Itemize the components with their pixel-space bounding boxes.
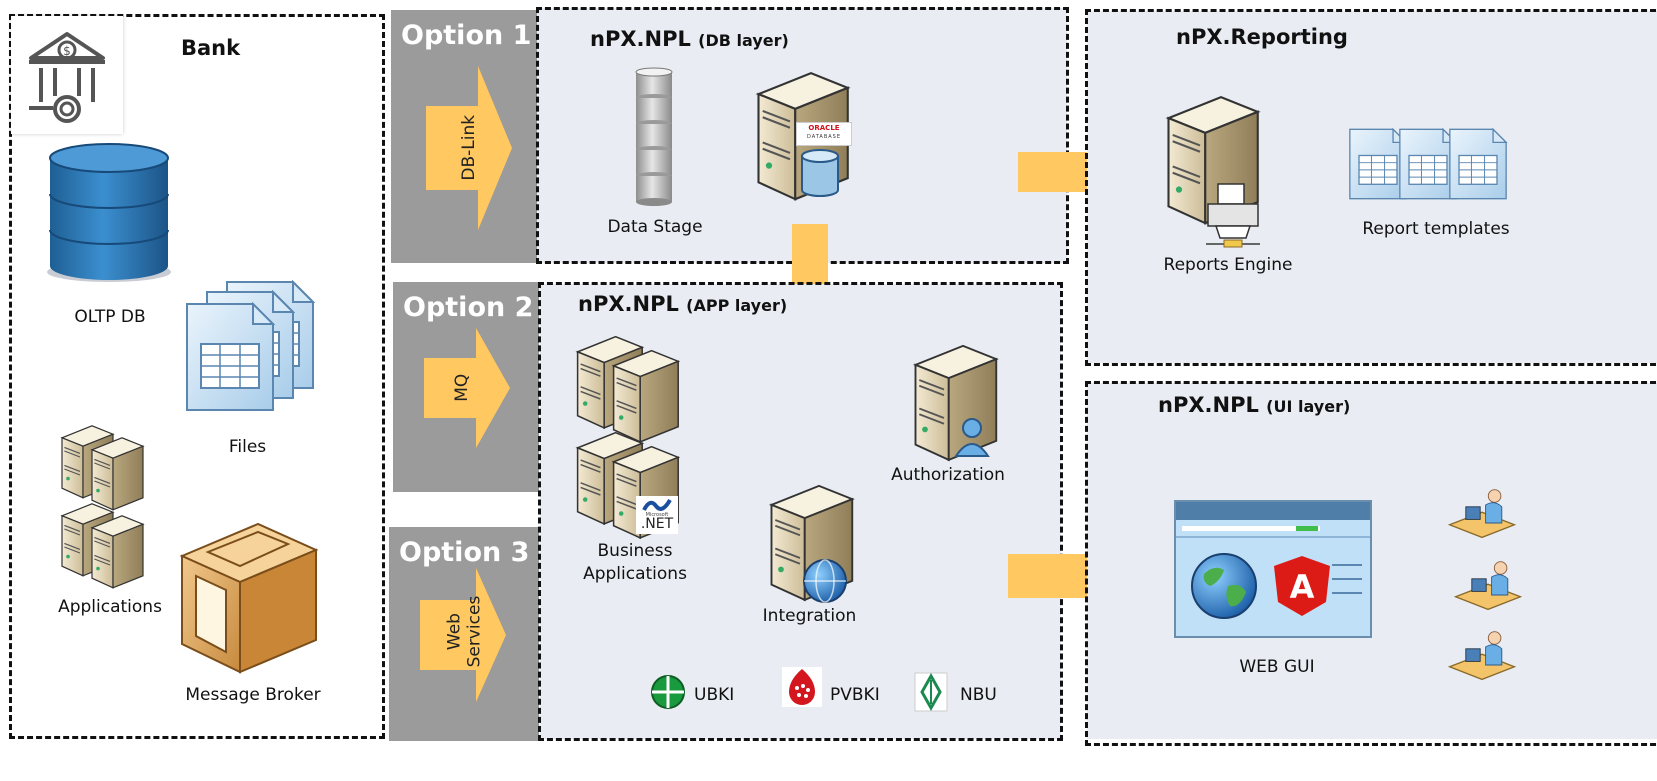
report-templates-label: Report templates bbox=[1362, 219, 1510, 239]
business-applications-label-line1: Business bbox=[597, 541, 673, 561]
applications-label: Applications bbox=[58, 597, 162, 617]
data-stage-icon bbox=[635, 67, 673, 206]
oltp-db-label: OLTP DB bbox=[74, 307, 146, 327]
nbu-logo-icon bbox=[914, 672, 948, 712]
oltp-db-icon bbox=[47, 143, 171, 282]
angular-letter: A bbox=[1290, 568, 1315, 606]
dotnet-logo-microsoft: Microsoft bbox=[645, 512, 669, 518]
bank-panel bbox=[9, 14, 385, 739]
svg-text:$: $ bbox=[63, 44, 71, 58]
ui-layer-panel bbox=[1085, 381, 1657, 746]
option-1-title: Option 1 bbox=[401, 20, 532, 51]
option-3-title: Option 3 bbox=[399, 537, 530, 568]
option-2-arrow bbox=[424, 328, 510, 448]
ubki-label: UBKI bbox=[694, 685, 735, 705]
app-layer-title-main: nPX.NPL bbox=[578, 292, 679, 316]
files-label: Files bbox=[228, 437, 267, 457]
web-gui-text-line-1 bbox=[1332, 564, 1362, 566]
database-cylinder-icon bbox=[801, 149, 839, 197]
ubki-logo-icon bbox=[651, 675, 685, 709]
reporting-title: nPX.Reporting bbox=[1176, 25, 1348, 49]
integration-label: Integration bbox=[762, 606, 857, 626]
option-3-arrow-label-line1: Web bbox=[444, 613, 465, 651]
pvbki-label: PVBKI bbox=[830, 685, 880, 705]
business-applications-label-line2: Applications bbox=[583, 563, 687, 584]
option-3-arrow bbox=[420, 568, 506, 702]
bank-title: Bank bbox=[181, 36, 241, 60]
dotnet-logo-text: .NET bbox=[640, 516, 674, 532]
web-gui-label: WEB GUI bbox=[1239, 657, 1315, 677]
app-layer-subtitle: (APP layer) bbox=[686, 296, 788, 315]
web-gui-titlebar bbox=[1176, 502, 1370, 520]
dotnet-logo: Microsoft .NET bbox=[636, 496, 678, 534]
dotnet-wave-icon bbox=[642, 498, 672, 511]
db-layer-title-main: nPX.NPL bbox=[590, 27, 691, 51]
web-gui-progress bbox=[1296, 526, 1318, 531]
globe-icon bbox=[1191, 553, 1257, 619]
pvbki-logo-icon bbox=[782, 667, 822, 707]
option-1-arrow bbox=[426, 66, 512, 230]
user-workstation-icon bbox=[1448, 631, 1516, 681]
web-gui-address-bar bbox=[1182, 526, 1320, 531]
ui-layer-title-main: nPX.NPL bbox=[1158, 393, 1259, 417]
oracle-logo-subtext: DATABASE bbox=[806, 134, 842, 140]
applications-icon bbox=[61, 425, 144, 589]
oracle-logo-text: ORACLE bbox=[808, 124, 840, 132]
files-icon bbox=[186, 281, 314, 411]
user-badge-icon bbox=[954, 418, 990, 457]
db-layer-title: nPX.NPL (DB layer) bbox=[590, 27, 789, 51]
db-layer-subtitle: (DB layer) bbox=[698, 31, 789, 50]
integration-server bbox=[762, 478, 862, 604]
report-templates-icon bbox=[1349, 128, 1507, 200]
web-gui-window: A bbox=[1174, 500, 1372, 638]
nbu-label: NBU bbox=[960, 685, 997, 705]
reporting-panel bbox=[1085, 9, 1657, 366]
authorization-server bbox=[906, 338, 1006, 464]
app-layer-title: nPX.NPL (APP layer) bbox=[578, 292, 787, 316]
data-stage-label: Data Stage bbox=[607, 217, 703, 237]
authorization-label: Authorization bbox=[891, 465, 1005, 485]
business-applications-icon: Microsoft .NET bbox=[570, 330, 690, 539]
option-3-arrow-label-line2: Services bbox=[464, 595, 484, 668]
oracle-database-server: ORACLE DATABASE bbox=[748, 64, 858, 204]
globe-icon bbox=[803, 559, 847, 603]
option-1-arrow-label: DB-Link bbox=[459, 114, 480, 181]
reports-engine-server bbox=[1158, 88, 1268, 248]
option-2-arrow-label: MQ bbox=[452, 373, 473, 402]
reports-engine-label: Reports Engine bbox=[1163, 255, 1293, 275]
web-gui-divider bbox=[1176, 536, 1370, 538]
bank-icon: $ bbox=[11, 16, 123, 134]
message-broker-label: Message Broker bbox=[185, 685, 321, 705]
printer-icon bbox=[1206, 183, 1260, 248]
angular-logo-icon: A bbox=[1274, 556, 1330, 616]
option-2-title: Option 2 bbox=[403, 292, 534, 323]
oracle-logo: ORACLE DATABASE bbox=[796, 122, 852, 146]
user-workstation-icon bbox=[1454, 561, 1522, 611]
ui-layer-title: nPX.NPL (UI layer) bbox=[1158, 393, 1350, 417]
option-3-arrow-label: Web Services bbox=[444, 587, 484, 677]
user-workstation-icon bbox=[1448, 489, 1516, 539]
web-gui-text-line-3 bbox=[1332, 592, 1362, 594]
ui-layer-subtitle: (UI layer) bbox=[1266, 397, 1351, 416]
business-applications-label: Business Applications bbox=[575, 540, 695, 586]
message-broker-icon bbox=[179, 522, 319, 674]
app-layer-panel bbox=[538, 282, 1063, 741]
web-gui-text-line-2 bbox=[1332, 578, 1362, 580]
